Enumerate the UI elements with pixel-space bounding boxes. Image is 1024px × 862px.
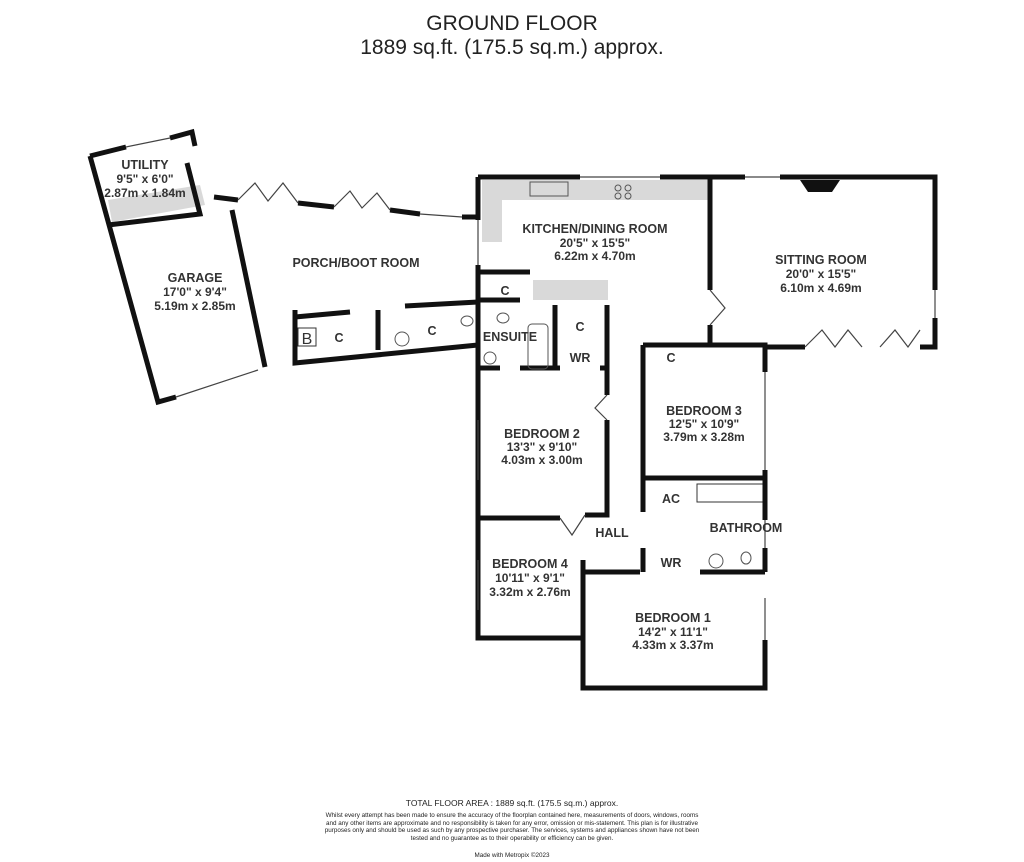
room-ac: AC (662, 492, 680, 506)
room-ensuite: ENSUITE (483, 330, 537, 344)
disclaimer: Whilst every attempt has been made to en… (324, 812, 700, 842)
wall (294, 309, 351, 320)
wall (292, 310, 479, 366)
windows-and-doors (125, 137, 936, 640)
room-name: UTILITY (121, 158, 169, 172)
room-imperial: 10'11" x 9'1" (495, 571, 565, 585)
wall (780, 174, 938, 290)
room-metric: 6.10m x 4.69m (780, 281, 861, 295)
boiler-box (297, 327, 317, 347)
room-metric: 4.03m x 3.00m (501, 453, 582, 467)
room-name: SITTING ROOM (775, 253, 867, 267)
opening (879, 329, 921, 349)
wall (585, 420, 610, 518)
room-imperial: 12'5" x 10'9" (669, 417, 739, 431)
cupboard: C (334, 331, 343, 345)
room-metric: 3.79m x 3.28m (663, 430, 744, 444)
room-bedroom-2: BEDROOM 2 13'3" x 9'10" 4.03m x 3.00m (501, 427, 582, 467)
wall (89, 144, 127, 159)
room-imperial: 17'0" x 9'4" (163, 285, 227, 299)
opening (175, 369, 259, 398)
wall (920, 318, 938, 350)
wall (389, 207, 421, 217)
room-bedroom-4: BEDROOM 4 10'11" x 9'1" 3.32m x 2.76m (489, 557, 570, 599)
cupboard: C (666, 351, 675, 365)
room-metric: 3.32m x 2.76m (489, 585, 570, 599)
cupboard: C (575, 320, 584, 334)
wall (169, 128, 198, 147)
wall (297, 200, 335, 210)
room-metric: 4.33m x 3.37m (632, 638, 713, 652)
wall (229, 209, 268, 368)
opening (559, 514, 586, 537)
room-garage: GARAGE 17'0" x 9'4" 5.19m x 2.85m (154, 271, 235, 313)
opening (594, 394, 608, 421)
walls (87, 128, 938, 691)
room-wr: WR (661, 556, 682, 570)
fitted-units (108, 180, 766, 503)
cupboard: C (427, 324, 436, 338)
room-name: BEDROOM 1 (635, 611, 711, 625)
wall (213, 194, 239, 203)
opening (804, 329, 863, 348)
sanitary-fittings (394, 181, 752, 569)
total-floor-area: TOTAL FLOOR AREA : 1889 sq.ft. (175.5 sq… (405, 798, 619, 808)
room-hall: HALL (595, 526, 629, 540)
made-with: Made with Metropix ©2023 (474, 852, 550, 859)
room-kitchen: KITCHEN/DINING ROOM 20'5" x 15'5" 6.22m … (522, 222, 667, 263)
opening (333, 190, 391, 211)
room-imperial: 13'3" x 9'10" (507, 440, 577, 454)
room-imperial: 14'2" x 11'1" (638, 625, 708, 639)
room-bedroom-1: BEDROOM 1 14'2" x 11'1" 4.33m x 3.37m (632, 611, 713, 652)
wall (87, 155, 177, 406)
room-name: GARAGE (168, 271, 223, 285)
room-sitting: SITTING ROOM 20'0" x 15'5" 6.10m x 4.69m (775, 253, 867, 295)
cupboard: C (500, 284, 509, 298)
room-name: BEDROOM 3 (666, 404, 742, 418)
room-utility: UTILITY 9'5" x 6'0" 2.87m x 1.84m (104, 158, 185, 200)
opening (237, 182, 299, 204)
room-name: KITCHEN/DINING ROOM (522, 222, 667, 236)
room-imperial: 20'5" x 15'5" (560, 236, 630, 250)
room-porch: PORCH/BOOT ROOM (292, 256, 419, 270)
room-bedroom-3: BEDROOM 3 12'5" x 10'9" 3.79m x 3.28m (663, 404, 744, 444)
wall (580, 560, 768, 691)
room-metric: 5.19m x 2.85m (154, 299, 235, 313)
room-bathroom: BATHROOM (710, 521, 783, 535)
wall (107, 162, 204, 228)
wall (475, 265, 583, 641)
opening (125, 137, 171, 148)
opening (419, 213, 463, 218)
room-metric: 6.22m x 4.70m (554, 249, 635, 263)
room-name: BEDROOM 4 (492, 557, 568, 571)
wall (404, 299, 479, 309)
room-imperial: 20'0" x 15'5" (786, 267, 856, 281)
room-wr: WR (570, 351, 591, 365)
room-metric: 2.87m x 1.84m (104, 186, 185, 200)
floor-area-subtitle: 1889 sq.ft. (175.5 sq.m.) approx. (360, 36, 664, 59)
floor-title: GROUND FLOOR (426, 12, 598, 35)
fireplace-icon (800, 180, 840, 192)
wall (643, 342, 768, 372)
boiler-label: B (302, 331, 313, 348)
room-imperial: 9'5" x 6'0" (116, 172, 173, 186)
opening (709, 289, 726, 326)
room-name: BEDROOM 2 (504, 427, 580, 441)
